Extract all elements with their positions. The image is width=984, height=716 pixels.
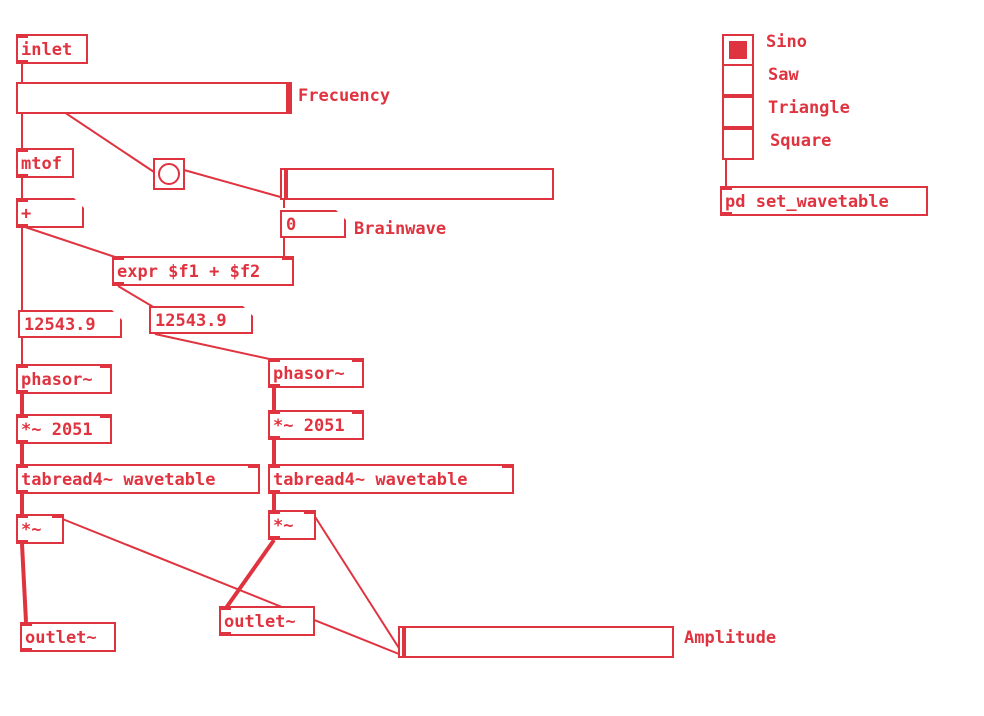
multiply-left-object[interactable]: *~ 2051 <box>16 414 112 444</box>
pd-set-wavetable-object[interactable]: pd set_wavetable <box>720 186 928 216</box>
tabread-left-text: tabread4~ wavetable <box>21 470 216 490</box>
plus-text: + <box>21 204 32 224</box>
inlet-object[interactable]: inlet <box>16 34 88 64</box>
brainwave-slider-knob[interactable] <box>284 170 288 198</box>
phasor-left-object[interactable]: phasor~ <box>16 364 112 394</box>
amp-left-object[interactable]: *~ <box>16 514 64 544</box>
amp-right-text: *~ <box>273 516 294 536</box>
brainwave-number-box[interactable]: 0 <box>280 210 346 238</box>
amplitude-slider[interactable] <box>398 626 674 658</box>
phasor-left-text: phasor~ <box>21 370 93 390</box>
amplitude-slider-knob[interactable] <box>402 628 406 656</box>
outlet-right-text: outlet~ <box>224 612 296 632</box>
amplitude-label: Amplitude <box>684 628 777 648</box>
tabread-left-object[interactable]: tabread4~ wavetable <box>16 464 260 494</box>
outlet-left-object[interactable]: outlet~ <box>20 622 116 652</box>
phasor-right-text: phasor~ <box>273 364 345 384</box>
radio-label-saw: Saw <box>768 65 799 85</box>
inlet-text: inlet <box>21 40 73 60</box>
radio-option-square[interactable] <box>722 128 754 160</box>
radio-option-saw[interactable] <box>722 64 754 96</box>
bang-circle-icon <box>158 163 180 185</box>
mtof-text: mtof <box>21 154 62 174</box>
radio-label-triangle: Triangle <box>768 98 850 118</box>
tabread-right-object[interactable]: tabread4~ wavetable <box>268 464 514 494</box>
expr-object[interactable]: expr $f1 + $f2 <box>112 256 294 286</box>
radio-option-sino[interactable] <box>722 34 754 66</box>
multiply-left-text: *~ 2051 <box>21 420 93 440</box>
pd-set-wavetable-text: pd set_wavetable <box>725 192 889 212</box>
brainwave-slider[interactable] <box>280 168 554 200</box>
outlet-right-object[interactable]: outlet~ <box>219 606 315 636</box>
bang-button[interactable] <box>153 158 185 190</box>
mtof-object[interactable]: mtof <box>16 148 74 178</box>
frequency-number-right[interactable]: 12543.9 <box>149 306 253 334</box>
brainwave-number-value: 0 <box>286 215 297 235</box>
frequency-number-left[interactable]: 12543.9 <box>18 310 122 338</box>
multiply-right-object[interactable]: *~ 2051 <box>268 410 364 440</box>
outlet-left-text: outlet~ <box>25 628 97 648</box>
frequency-number-right-value: 12543.9 <box>155 311 227 331</box>
amp-right-object[interactable]: *~ <box>268 510 316 540</box>
radio-selected-indicator <box>729 41 747 59</box>
frequency-slider[interactable] <box>16 82 292 114</box>
frequency-label: Frecuency <box>298 86 391 106</box>
tabread-right-text: tabread4~ wavetable <box>273 470 468 490</box>
multiply-right-text: *~ 2051 <box>273 416 345 436</box>
radio-label-sino: Sino <box>766 32 807 52</box>
brainwave-label: Brainwave <box>354 219 447 239</box>
phasor-right-object[interactable]: phasor~ <box>268 358 364 388</box>
radio-label-square: Square <box>770 131 832 151</box>
amp-left-text: *~ <box>21 520 42 540</box>
radio-option-triangle[interactable] <box>722 96 754 128</box>
expr-text: expr $f1 + $f2 <box>117 262 261 282</box>
frequency-slider-knob[interactable] <box>286 84 290 112</box>
plus-object[interactable]: + <box>16 198 84 228</box>
frequency-number-left-value: 12543.9 <box>24 315 96 335</box>
